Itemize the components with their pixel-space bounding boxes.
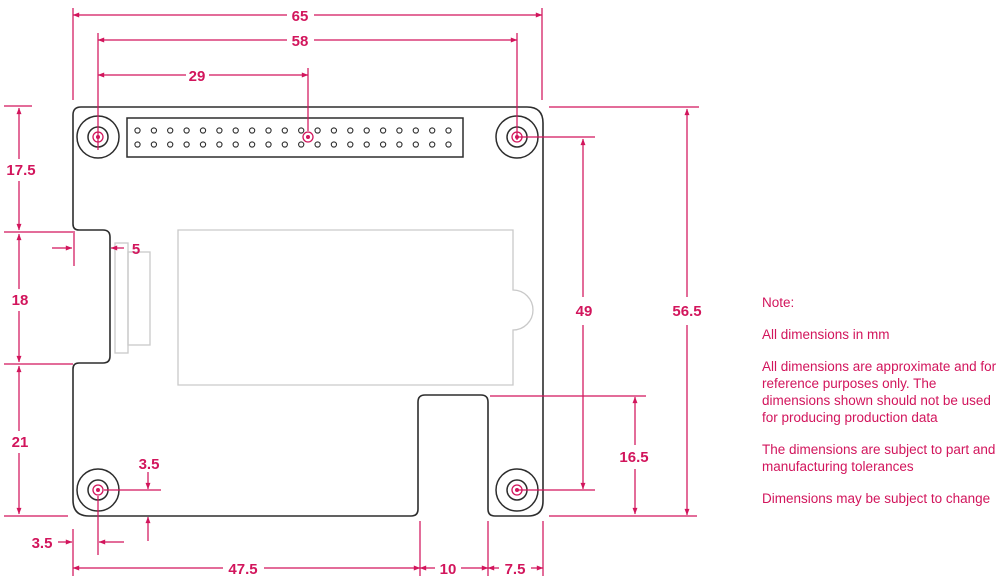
- dim-header-center: 29: [97, 68, 309, 131]
- component-outlines: [114, 229, 534, 386]
- dim-hole-offset-x-label: 3.5: [32, 535, 53, 552]
- dim-hole-offset-y: 3.5: [104, 456, 161, 541]
- dim-hole-offset-y-label: 3.5: [139, 456, 160, 473]
- header-pin: [445, 127, 452, 134]
- header-pin: [167, 127, 174, 134]
- dim-hole-spacing-x-label: 58: [292, 33, 309, 50]
- note-block: Note: All dimensions in mm All dimension…: [762, 294, 1000, 507]
- header-pin: [330, 127, 338, 134]
- gpio-header-outline: [126, 117, 464, 158]
- header-pin: [199, 127, 207, 134]
- dim-top-to-notch: 17.5: [4, 105, 36, 231]
- dim-notch-height-label: 18: [12, 292, 29, 309]
- dim-notch-to-bottom-label: 21: [12, 434, 29, 451]
- header-pin: [232, 127, 239, 134]
- dim-board-height: 56.5: [549, 106, 702, 517]
- gpio-header: [126, 117, 464, 158]
- target-hole-top-left: [92, 131, 104, 143]
- note-line-change: Dimensions may be subject to change: [762, 491, 991, 506]
- target-hole-top-right: [511, 131, 523, 143]
- header-pin: [216, 141, 223, 148]
- header-pin: [199, 141, 207, 148]
- dim-connector-depth-label: 5: [132, 241, 140, 258]
- target-hole-bottom-left: [92, 484, 104, 496]
- header-pin: [396, 127, 403, 134]
- dim-connector-depth: 5: [52, 231, 140, 266]
- dim-board-height-label: 56.5: [672, 303, 701, 320]
- dim-top-to-notch-label: 17.5: [6, 162, 35, 179]
- gpio-header-pins: [134, 127, 452, 148]
- dim-left-to-slot: 47.5: [72, 561, 421, 578]
- header-pin: [281, 127, 288, 134]
- header-pin: [298, 127, 305, 134]
- flex-connector-body: [127, 251, 151, 346]
- target-hole-bottom-right: [511, 484, 523, 496]
- header-pin: [379, 141, 387, 148]
- header-pin: [167, 141, 174, 148]
- header-pin: [134, 127, 141, 134]
- dim-slot-height: 16.5: [490, 395, 649, 515]
- header-pin: [347, 127, 354, 134]
- header-pin: [429, 141, 436, 148]
- dim-hole-spacing-y: 49: [517, 136, 595, 491]
- dim-left-to-slot-label: 47.5: [228, 561, 257, 578]
- dim-slot-height-label: 16.5: [619, 449, 648, 466]
- inner-board-outline: [177, 229, 534, 386]
- header-pin: [232, 141, 239, 148]
- header-pin: [347, 141, 354, 148]
- header-pin: [314, 141, 321, 148]
- header-pin: [412, 127, 419, 134]
- target-header-center: [302, 131, 314, 143]
- header-pin: [363, 127, 370, 134]
- note-line-units: All dimensions in mm: [762, 327, 890, 342]
- header-pin: [183, 141, 190, 148]
- header-pin: [265, 127, 272, 134]
- dim-board-width: 65: [72, 8, 543, 100]
- header-pin: [183, 127, 190, 134]
- dim-hole-spacing-y-label: 49: [576, 303, 593, 320]
- dim-slot-to-right: 7.5: [487, 521, 544, 578]
- note-line-tolerances: The dimensions are subject to part and m…: [762, 442, 996, 474]
- header-pin: [216, 127, 223, 134]
- dim-slot-to-right-label: 7.5: [505, 561, 526, 578]
- header-pin: [134, 141, 141, 148]
- header-pin: [330, 141, 338, 148]
- dim-slot-width-label: 10: [440, 561, 457, 578]
- header-pin: [429, 127, 436, 134]
- header-pin: [298, 141, 305, 148]
- note-title: Note:: [762, 295, 795, 310]
- dim-notch-to-bottom: 21: [12, 365, 29, 515]
- header-pin: [314, 127, 321, 134]
- dim-header-center-label: 29: [189, 68, 206, 85]
- header-pin: [396, 141, 403, 148]
- header-pin: [248, 127, 256, 134]
- header-pin: [150, 141, 158, 148]
- header-pin: [412, 141, 419, 148]
- header-pin: [363, 141, 370, 148]
- dim-hole-offset-x: 3.5: [32, 496, 124, 576]
- dim-hole-spacing-x: 58: [97, 33, 518, 150]
- dim-notch-height: 18: [12, 233, 29, 363]
- header-pin: [248, 141, 256, 148]
- note-line-approximate: All dimensions are approximate and for r…: [762, 359, 997, 425]
- header-pin: [150, 127, 158, 134]
- header-pin: [379, 127, 387, 134]
- center-targets: [92, 131, 523, 496]
- board-outline: [72, 106, 544, 517]
- dim-slot-width: 10: [419, 521, 489, 578]
- header-pin: [281, 141, 288, 148]
- header-pin: [445, 141, 452, 148]
- dim-board-width-label: 65: [292, 8, 309, 25]
- header-pin: [265, 141, 272, 148]
